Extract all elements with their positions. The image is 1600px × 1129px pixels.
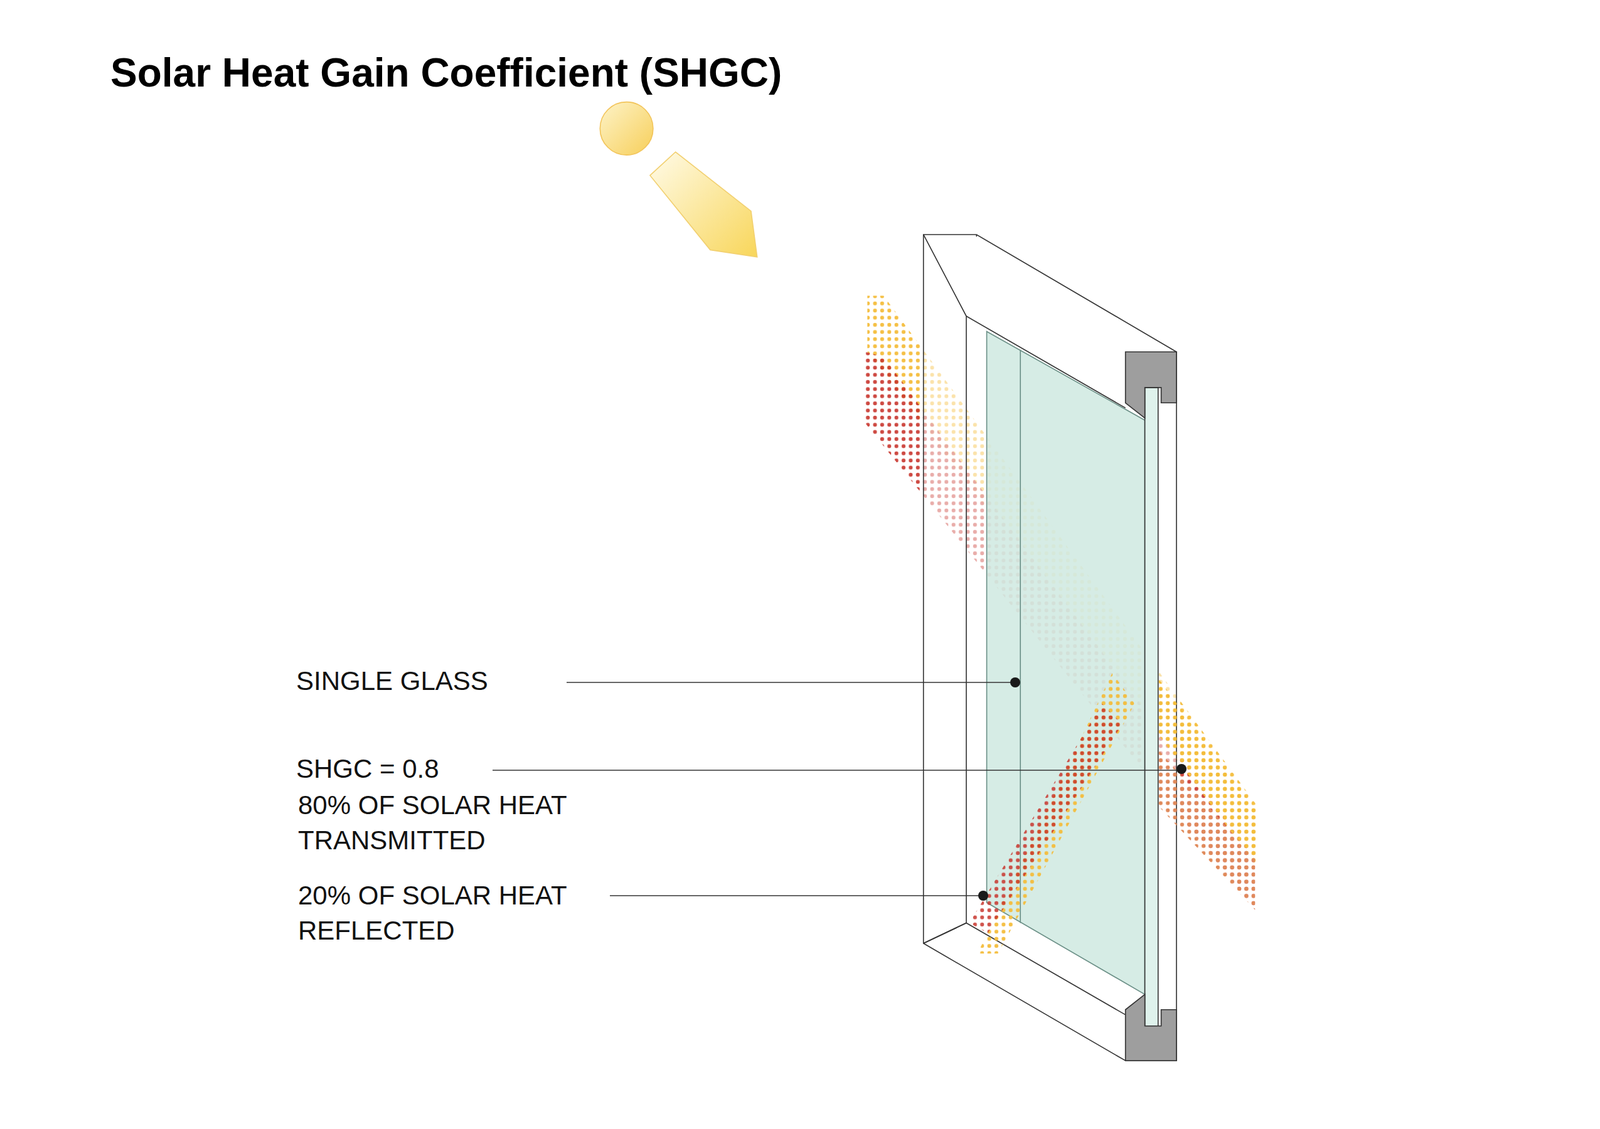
leader-line <box>566 682 1012 684</box>
leader-dot <box>1176 764 1187 775</box>
transmitted-heat-band <box>1158 749 1255 910</box>
reflected-heat-band <box>969 704 1123 934</box>
frame-section-top <box>1125 352 1177 419</box>
leader-line <box>609 895 980 897</box>
note-label: 20% OF SOLAR HEAT REFLECTED <box>298 878 625 949</box>
value-label: SHGC = 0.8 <box>296 751 440 787</box>
frame-section-bottom <box>1125 994 1177 1062</box>
glass-edge <box>1145 387 1159 1027</box>
window-frame <box>923 234 1177 1062</box>
part-label: SINGLE GLASS <box>296 663 489 699</box>
sun-ray-arrow <box>650 151 758 257</box>
leader-line <box>492 769 1178 772</box>
note-label: 80% OF SOLAR HEAT TRANSMITTED <box>298 788 625 859</box>
leader-dot <box>1010 677 1021 688</box>
diagram-title: Solar Heat Gain Coefficient (SHGC) <box>110 48 782 98</box>
leader-dot <box>978 890 989 902</box>
sun <box>599 102 654 156</box>
